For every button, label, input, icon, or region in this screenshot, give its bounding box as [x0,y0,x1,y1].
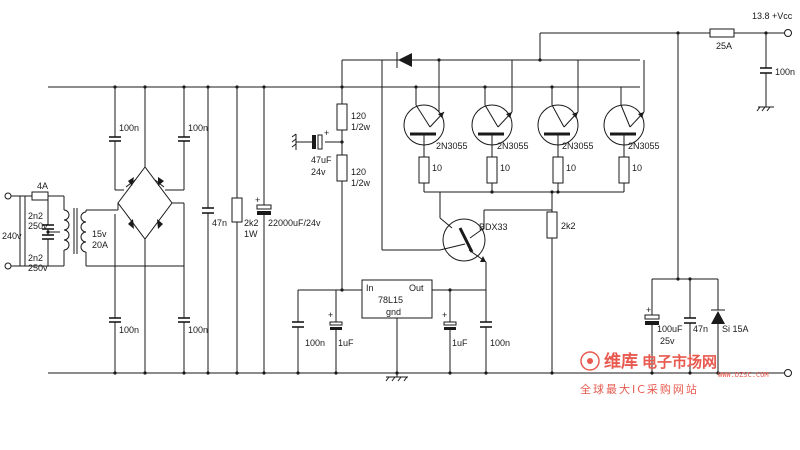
regulator [292,279,492,382]
bleeder-rating: 1W [244,229,258,239]
watermark-url: WWW.DZSC.COM [718,371,769,379]
filter-section [202,87,272,373]
output-cap-47n-label: 47n [693,324,708,334]
output-section [644,28,774,373]
base-resistor [546,210,558,373]
q3-part: 2N3055 [562,141,594,151]
main-cap-label: 22000uF/24v [268,218,321,228]
reference-feed [291,87,348,290]
watermark-logo-icon [580,351,600,371]
re4-value: 10 [632,163,642,173]
site-watermark: 维库 电子市场网 WWW.DZSC.COM 全球最大IC采购网站 [580,351,769,396]
vcc-output-terminal[interactable] [784,29,792,37]
r120-top-value: 120 [351,111,366,121]
prim-cap-top-rating: 250v [28,221,48,231]
mains-input [4,191,64,270]
reg-cap4-label: 100n [490,338,510,348]
bridge-rectifier [117,87,185,373]
regulator-gnd-pin: gnd [386,307,401,317]
q2-part: 2N3055 [497,141,529,151]
re3-value: 10 [566,163,576,173]
driver-part: BDX33 [479,222,508,232]
r120-bottom-rating: 1/2w [351,178,371,188]
cap-47u-plus: + [324,128,329,138]
mains-terminal-top[interactable] [4,192,12,200]
power-transistors [381,60,645,251]
reg-cap3-plus: + [442,310,447,320]
watermark-title: 电子市场网 [642,353,717,371]
bridge-cap-br-label: 100n [188,325,208,335]
prim-cap-top-value: 2n2 [28,211,43,221]
vcc-label: 13.8 +Vcc [752,11,793,21]
reg-cap3-label: 1uF [452,338,468,348]
rail-junctions [113,85,720,375]
watermark-subtitle: 全球最大IC采购网站 [580,382,699,396]
driver-transistor [439,190,554,290]
reg-cap2-label: 1uF [338,338,354,348]
output-electrolytic-rating: 25v [660,336,675,346]
re2-value: 10 [500,163,510,173]
transformer-voltage: 15v [92,229,107,239]
watermark-brand: 维库 [604,351,638,372]
output-cap-top-label: 100n [775,67,795,77]
bridge-cap-bl-label: 100n [119,325,139,335]
filter-cap-47n-label: 47n [212,218,227,228]
bleeder-value: 2k2 [244,218,259,228]
q4-part: 2N3055 [628,141,660,151]
bridge-cap-tr-label: 100n [188,123,208,133]
regulator-out-pin: Out [409,283,424,293]
q1-part: 2N3055 [436,141,468,151]
reg-cap2-plus: + [328,310,333,320]
transformer [63,196,184,267]
bleeder-resistor [231,197,243,223]
transformer-current: 20A [92,240,108,250]
re1-value: 10 [432,163,442,173]
r120-bottom-value: 120 [351,167,366,177]
cap-47u-rating: 24v [311,167,326,177]
base-resistor-value: 2k2 [561,221,576,231]
output-fuse [709,28,735,38]
prim-cap-bottom-value: 2n2 [28,253,43,263]
main-cap-plus: + [255,195,260,205]
prim-cap-bottom-rating: 250v [28,263,48,273]
input-fuse-label: 4A [37,181,48,191]
bridge-bypass-caps [109,87,190,373]
feedback-diode [396,52,542,68]
ground-output-terminal[interactable] [784,369,792,377]
input-fuse [31,191,49,201]
tvs-diode-label: Si 15A [722,324,749,334]
reg-cap1-label: 100n [305,338,325,348]
regulator-in-pin: In [366,283,374,293]
r120-top-rating: 1/2w [351,122,371,132]
output-fuse-label: 25A [716,41,732,51]
positive-rail [48,32,785,88]
mains-voltage-label: 240v [2,231,22,241]
output-electrolytic-value: 100uF [657,324,683,334]
mains-terminal-bottom[interactable] [4,262,12,270]
cap-47u-value: 47uF [311,155,332,165]
bridge-cap-tl-label: 100n [119,123,139,133]
output-electrolytic-plus: + [646,305,651,315]
regulator-part: 78L15 [378,295,403,305]
